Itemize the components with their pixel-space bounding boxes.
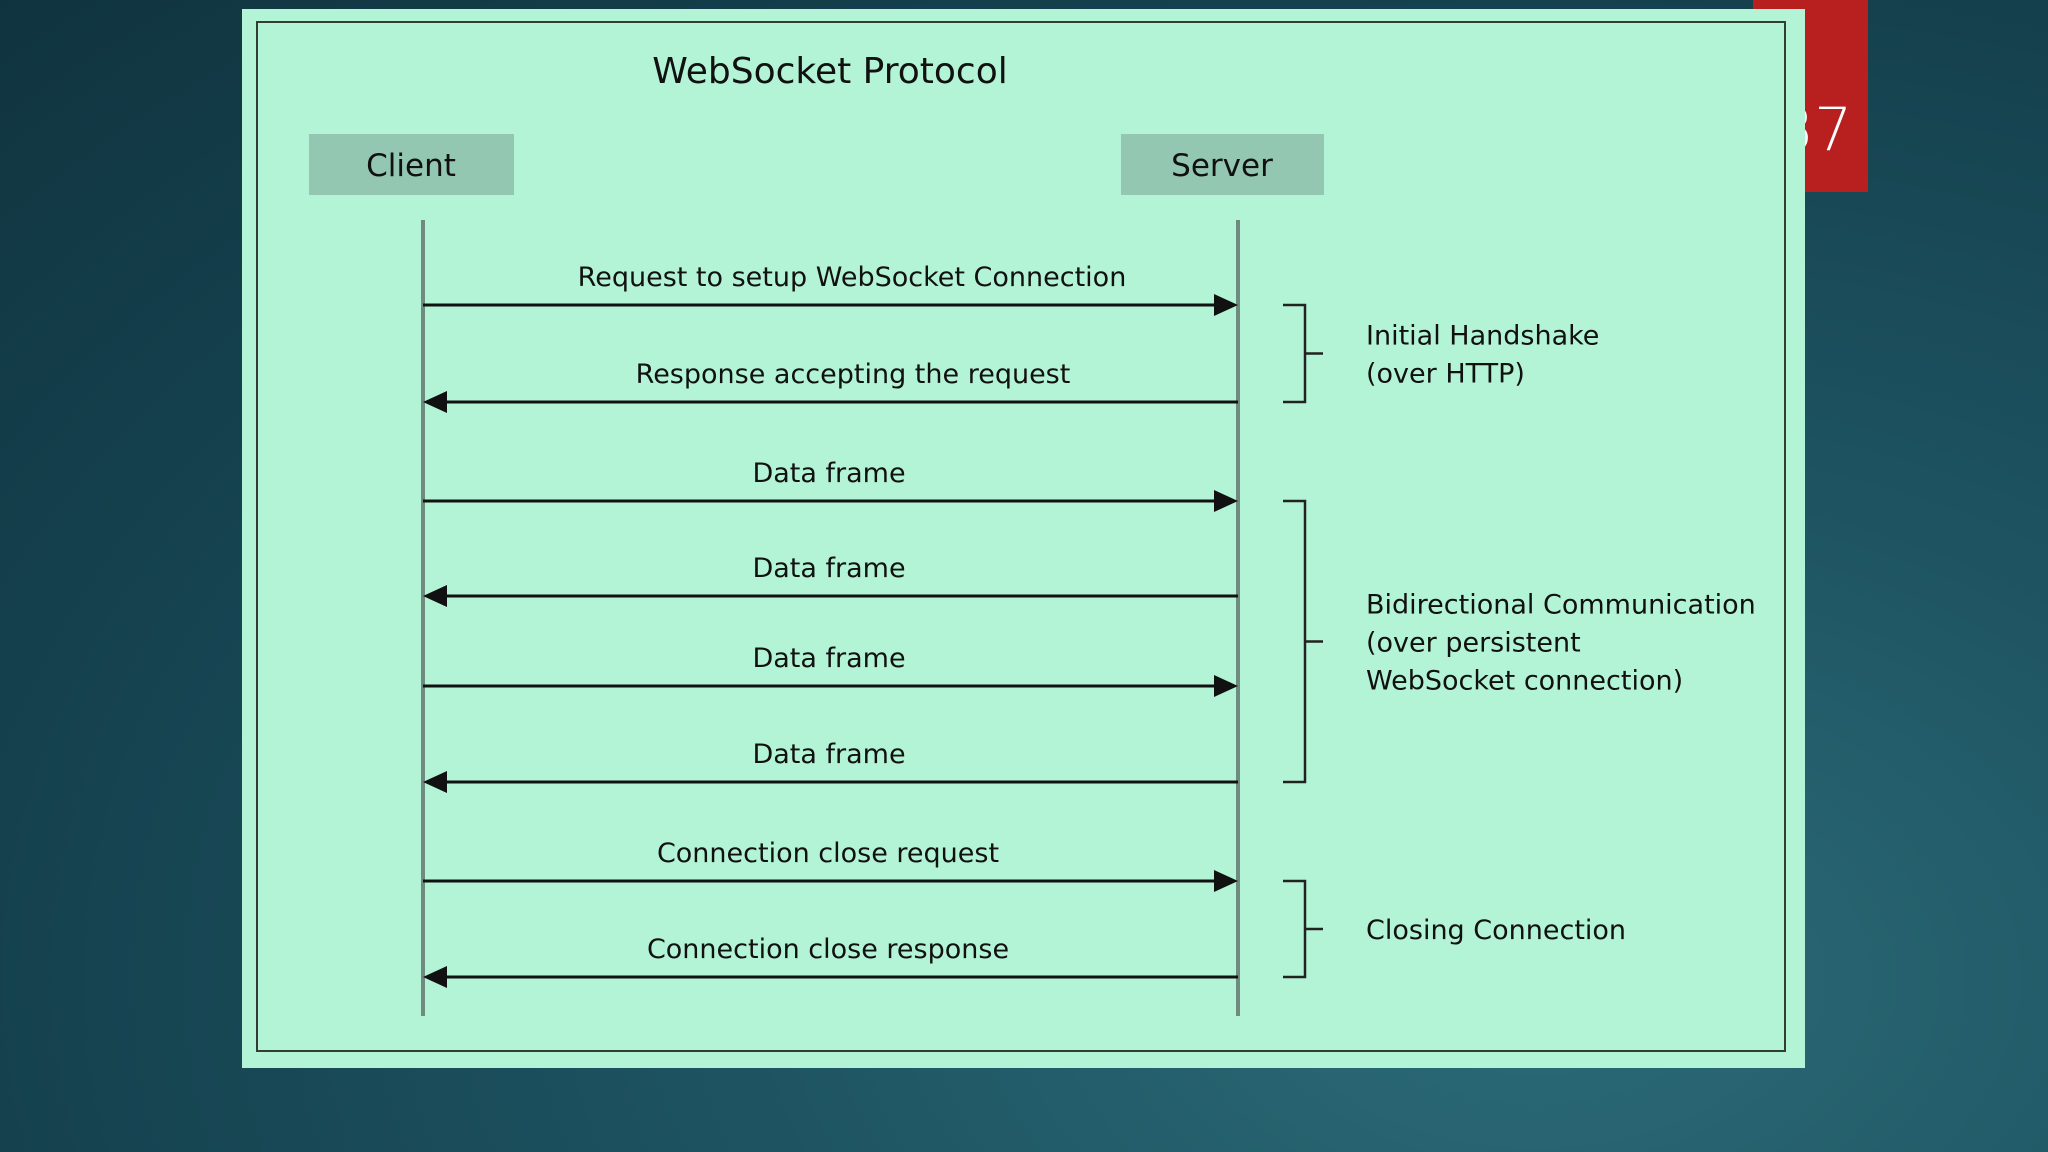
phase-initial-handshake: Initial Handshake (over HTTP) (1283, 303, 1599, 404)
phase-closing-connection: Closing Connection (1283, 879, 1626, 979)
message-arrow-head (423, 966, 447, 988)
phases-layer: Initial Handshake (over HTTP) Bidirectiona… (1283, 303, 1756, 979)
message-label: Data frame (752, 739, 905, 770)
message-data-frame-2: Data frame (423, 553, 1238, 607)
message-arrow-head (1214, 294, 1238, 316)
message-label: Connection close response (647, 934, 1009, 965)
message-data-frame-3: Data frame (423, 643, 1238, 697)
phase-bidirectional-communication: Bidirectional Communication (over persist… (1283, 499, 1756, 784)
phase-label-line: (over persistent (1366, 628, 1581, 659)
phase-label-line: Initial Handshake (1366, 321, 1599, 352)
phase-label-line: Bidirectional Communication (1366, 590, 1756, 621)
messages-layer: Request to setup WebSocket ConnectionRes… (423, 262, 1238, 988)
server-participant-box (1121, 134, 1324, 195)
message-label: Connection close request (657, 838, 999, 869)
message-handshake-response: Response accepting the request (423, 359, 1238, 413)
client-participant-box (309, 134, 514, 195)
message-arrow-head (1214, 675, 1238, 697)
server-label: Server (1171, 148, 1273, 184)
message-label: Request to setup WebSocket Connection (578, 262, 1127, 293)
phase-label-line: WebSocket connection) (1366, 666, 1683, 697)
diagram-frame (256, 21, 1786, 1052)
message-handshake-request: Request to setup WebSocket Connection (423, 262, 1238, 316)
message-arrow-head (423, 391, 447, 413)
phase-label-line: Closing Connection (1366, 915, 1626, 946)
message-data-frame-4: Data frame (423, 739, 1238, 793)
message-close-request: Connection close request (423, 838, 1238, 892)
message-label: Data frame (752, 553, 905, 584)
phase-bracket (1283, 499, 1323, 784)
phase-bracket (1283, 879, 1323, 979)
phase-label-line: (over HTTP) (1366, 359, 1525, 390)
message-label: Data frame (752, 643, 905, 674)
message-arrow-head (423, 771, 447, 793)
message-label: Data frame (752, 458, 905, 489)
message-arrow-head (1214, 490, 1238, 512)
client-label: Client (366, 148, 456, 184)
message-label: Response accepting the request (636, 359, 1071, 390)
message-arrow-head (423, 585, 447, 607)
diagram-title: WebSocket Protocol (652, 51, 1008, 92)
message-data-frame-1: Data frame (423, 458, 1238, 512)
message-close-response: Connection close response (423, 934, 1238, 988)
phase-bracket (1283, 303, 1323, 404)
message-arrow-head (1214, 870, 1238, 892)
